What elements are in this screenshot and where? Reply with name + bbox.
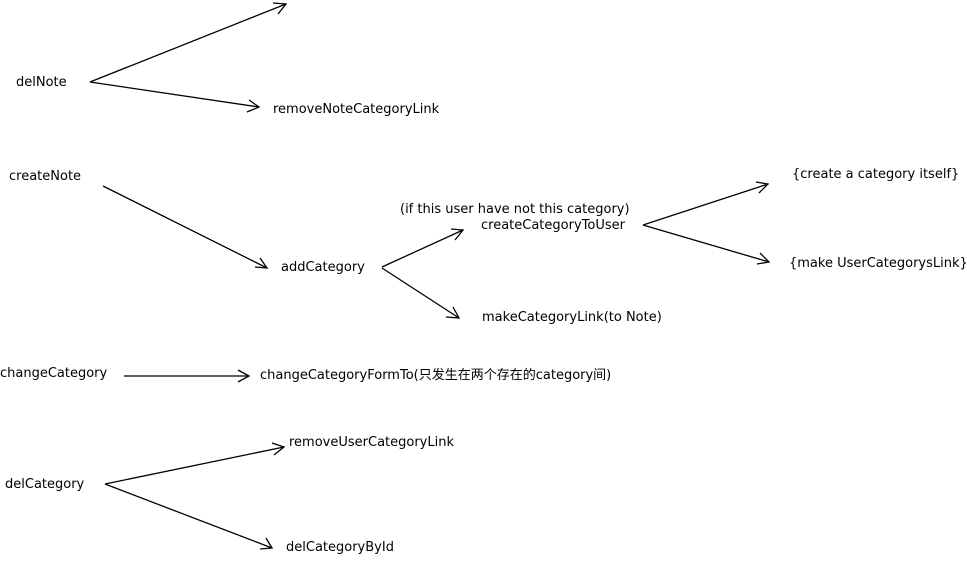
arrow-createcategorytouser-to-createcategoryitself (642, 181, 770, 226)
arrow-delcategory-to-removeusercategorylink (104, 442, 286, 485)
arrow-addcategory-to-createcategorytouser (381, 228, 465, 268)
node-del-note: delNote (16, 75, 67, 90)
arrow-delnote-to-removenotecategorylink (89, 81, 261, 113)
arrow-addcategory-to-makecategorylink (381, 267, 461, 319)
node-create-note: createNote (9, 169, 82, 184)
node-create-category-to-user: createCategoryToUser (481, 218, 625, 233)
arrow-createnote-to-addcategory (102, 185, 269, 269)
node-condition-note: (if this user have not this category) (400, 202, 630, 217)
node-make-user-categorys-link: {make UserCategorysLink} (789, 256, 967, 271)
node-del-category-by-id: delCategoryById (286, 540, 394, 555)
arrow-delcategory-to-delcategorybyid (104, 483, 274, 550)
node-change-category: changeCategory (0, 366, 108, 381)
node-make-category-link: makeCategoryLink(to Note) (482, 310, 662, 325)
arrow-delnote-to-unlabeled (89, 2, 288, 83)
arrow-createcategorytouser-to-makeusercategoryslink (642, 224, 771, 265)
node-del-category: delCategory (5, 477, 85, 492)
node-create-category-itself: {create a category itself} (792, 167, 960, 182)
node-change-category-form-to: changeCategoryFormTo(只发生在两个存在的category间) (260, 368, 612, 383)
node-remove-note-category-link: removeNoteCategoryLink (273, 102, 440, 117)
node-remove-user-category-link: removeUserCategoryLink (289, 435, 455, 450)
arrow-changecategory-to-changecategoryformto (124, 369, 251, 383)
node-add-category: addCategory (281, 260, 365, 275)
